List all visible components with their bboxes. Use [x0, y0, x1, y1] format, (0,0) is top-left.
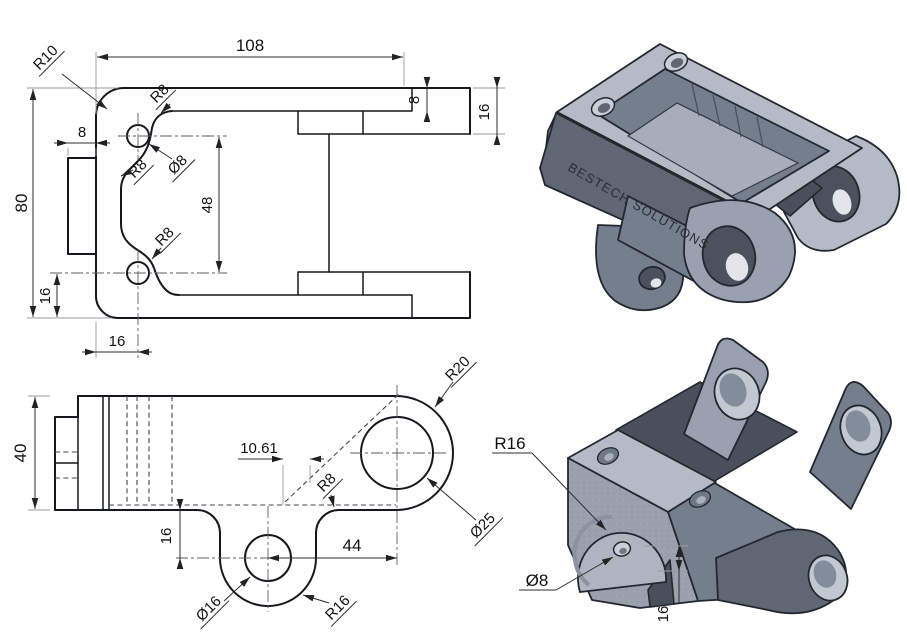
lower-hole-centerlines [50, 250, 227, 358]
front-internal-edges [54, 395, 110, 511]
label-r16-lug: R16 [322, 592, 353, 623]
dim-48: 48 [199, 197, 216, 214]
label-r8-stem: R8 [314, 470, 340, 496]
dim-108: 108 [236, 36, 264, 55]
iso-top-cavity-floor [626, 102, 800, 197]
front-outline [54, 395, 454, 607]
dim-8-tab: 8 [78, 124, 86, 141]
left-tab [67, 157, 97, 255]
slot-profile [120, 110, 180, 296]
dim-16-boss: 16 [655, 606, 672, 623]
front-view-drawing: 40 10.61 R8 R20 Ø25 44 16 Ø16 R16 [11, 353, 504, 630]
front-extension-lines [28, 395, 311, 511]
upper-hole-centerlines [118, 113, 227, 161]
label-r8-mid: R8 [125, 156, 151, 182]
dim-40: 40 [11, 444, 30, 463]
top-view-drawing: 108 80 R10 R8 Ø8 R8 48 R8 8 16 16 [12, 36, 505, 358]
dim-80: 80 [12, 194, 31, 213]
iso-bot-boss-hole-shade [619, 547, 627, 555]
front-centerlines [176, 385, 446, 612]
label-r20: R20 [442, 353, 473, 384]
label-dia8: Ø8 [165, 152, 191, 178]
bottom-arm-edges [178, 271, 471, 319]
label-dia25: Ø25 [467, 510, 499, 542]
iso-top-small-lug-hole-highlight [650, 278, 662, 288]
label-r16-boss: R16 [494, 434, 525, 453]
dim-16-lug: 16 [158, 528, 175, 545]
iso-bot-left-prong-hole-shade [719, 373, 747, 407]
label-r10: R10 [30, 42, 61, 73]
front-hidden-lines [55, 393, 400, 506]
iso-top-render: BESTECH SOLUTIONS [539, 43, 901, 312]
iso-top-corrugations [691, 83, 764, 148]
dim-8-right: 8 [406, 96, 423, 104]
dim-16-bottom: 16 [109, 333, 126, 350]
iso-top-near-lug-hole-highlight [725, 253, 749, 281]
label-dia8-boss: Ø8 [526, 571, 549, 590]
iso-bottom-render: R16 Ø8 16 [492, 337, 892, 623]
iso-top-right-lug-hole-highlight [832, 189, 852, 215]
iso-bot-boss [577, 532, 667, 593]
label-dia16: Ø16 [193, 593, 225, 625]
iso-bot-flange-holes [596, 447, 712, 508]
iso-bot-right-prong-hole-shade [845, 410, 871, 442]
part-outline-top [95, 87, 471, 319]
iso-top-flange-holes [590, 52, 689, 117]
extension-lines-top-view [27, 52, 505, 358]
dim-16-right: 16 [476, 104, 493, 121]
top-arm-edges [171, 87, 471, 135]
dim-44: 44 [343, 536, 362, 555]
dim-16-left: 16 [37, 288, 54, 305]
label-r8-bottom: R8 [152, 224, 178, 250]
iso-bot-lower-lug-hole-shade [813, 560, 837, 588]
dim-10-61: 10.61 [240, 440, 278, 457]
label-r8-top: R8 [147, 81, 173, 107]
